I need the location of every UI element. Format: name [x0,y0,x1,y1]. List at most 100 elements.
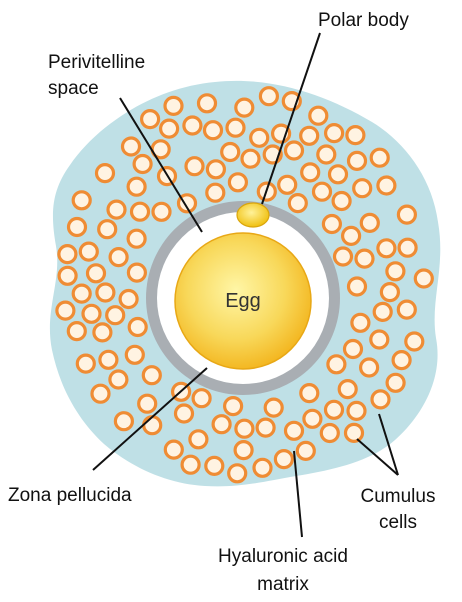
cumulus-cell [165,97,182,114]
cumulus-cell [406,333,423,350]
cumulus-cell [213,416,230,433]
cumulus-cell [92,385,109,402]
cumulus-cell [107,307,124,324]
cumulus-cell [318,146,335,163]
cumulus-cell [97,165,114,182]
cumulus-cell [335,248,352,265]
polar-body [237,203,269,227]
cumulus-cell [323,216,340,233]
cumulus-cell [186,158,203,175]
perivitelline-label-line2: space [48,78,99,99]
cumulus-cell [286,422,303,439]
cumulus-cell [128,264,145,281]
cumulus-cell [260,88,277,105]
cumulus-cell [345,341,362,358]
cumulus-cell [128,178,145,195]
cumulus-cell [236,420,253,437]
cumulus-cell [184,117,201,134]
cumulus-cell [120,291,137,308]
cumulus-cell [134,156,151,173]
cumulus-cell [108,201,125,218]
cumulus-cell [143,367,160,384]
cumulus-cell [153,203,170,220]
cumulus-cell [225,398,242,415]
cumulus-cell [326,401,343,418]
cumulus-cell [254,459,271,476]
hyaluronic-label-line2: matrix [257,574,309,595]
cumulus-cell [321,425,338,442]
cumulus-cell [333,193,350,210]
cumulus-cell [161,120,178,137]
cumulus-cell [349,278,366,295]
cumulus-cell [279,176,296,193]
cumulus-cell [139,395,156,412]
cumulus-cell [347,127,364,144]
cumulus-cell [326,125,343,142]
cumulus-cell [126,346,143,363]
cumulus-cell [297,442,314,459]
cumulus-cell [349,152,366,169]
cumulus-cell [69,219,86,236]
cumulus-cell [302,164,319,181]
hyaluronic-label-line1: Hyaluronic acid [218,546,348,567]
cumulus-cell [415,270,432,287]
cumulus-cell [387,263,404,280]
cumulus-cell [371,331,388,348]
cumulus-cell [83,305,100,322]
cumulus-cell [182,456,199,473]
cumulus-cell [94,324,111,341]
cumulus-cell [229,465,246,482]
cumulus-cell [343,227,360,244]
polar-body-label: Polar body [318,10,409,31]
cumulus-cell [199,95,216,112]
cumulus-label-line2: cells [379,512,417,533]
cumulus-cell [286,142,303,159]
cumulus-cell [206,457,223,474]
cumulus-cell [356,250,373,267]
zona-pellucida-label: Zona pellucida [8,485,132,506]
cumulus-cell [251,129,268,146]
cumulus-cell [378,177,395,194]
cumulus-cell [97,284,114,301]
cumulus-cell [372,391,389,408]
cumulus-cell [310,107,327,124]
cumulus-cell [73,192,90,209]
cumulus-cell [110,371,127,388]
cumulus-cell [132,203,149,220]
cumulus-cell [73,285,90,302]
cumulus-cell [229,174,246,191]
cumulus-cell [354,180,371,197]
cumulus-cell [205,122,222,139]
cumulus-cell [339,381,356,398]
cumulus-cell [123,138,140,155]
cumulus-cell [227,119,244,136]
cumulus-cell [222,144,239,161]
cumulus-cell [236,99,253,116]
egg-label: Egg [225,290,261,312]
cumulus-cell [361,359,378,376]
cumulus-cell [393,352,410,369]
cumulus-cell [275,451,292,468]
cumulus-cell [301,127,318,144]
cumulus-cell [257,419,274,436]
cumulus-cell [142,111,159,128]
cumulus-cell [57,302,74,319]
cumulus-cell [99,221,116,238]
cumulus-cell [328,356,345,373]
cumulus-cell [110,249,127,266]
perivitelline-label-line1: Perivitelline [48,52,145,73]
cumulus-cell [207,184,224,201]
cumulus-cell [387,374,404,391]
cumulus-cell [265,399,282,416]
cumulus-cell [100,351,117,368]
cumulus-cell [304,410,321,427]
cumulus-cell [59,246,76,263]
cumulus-label-line1: Cumulus [361,486,436,507]
cumulus-cell [301,385,318,402]
cumulus-cell [235,442,252,459]
cumulus-cell [314,183,331,200]
cumulus-cell [381,284,398,301]
cumulus-cell [128,230,145,247]
